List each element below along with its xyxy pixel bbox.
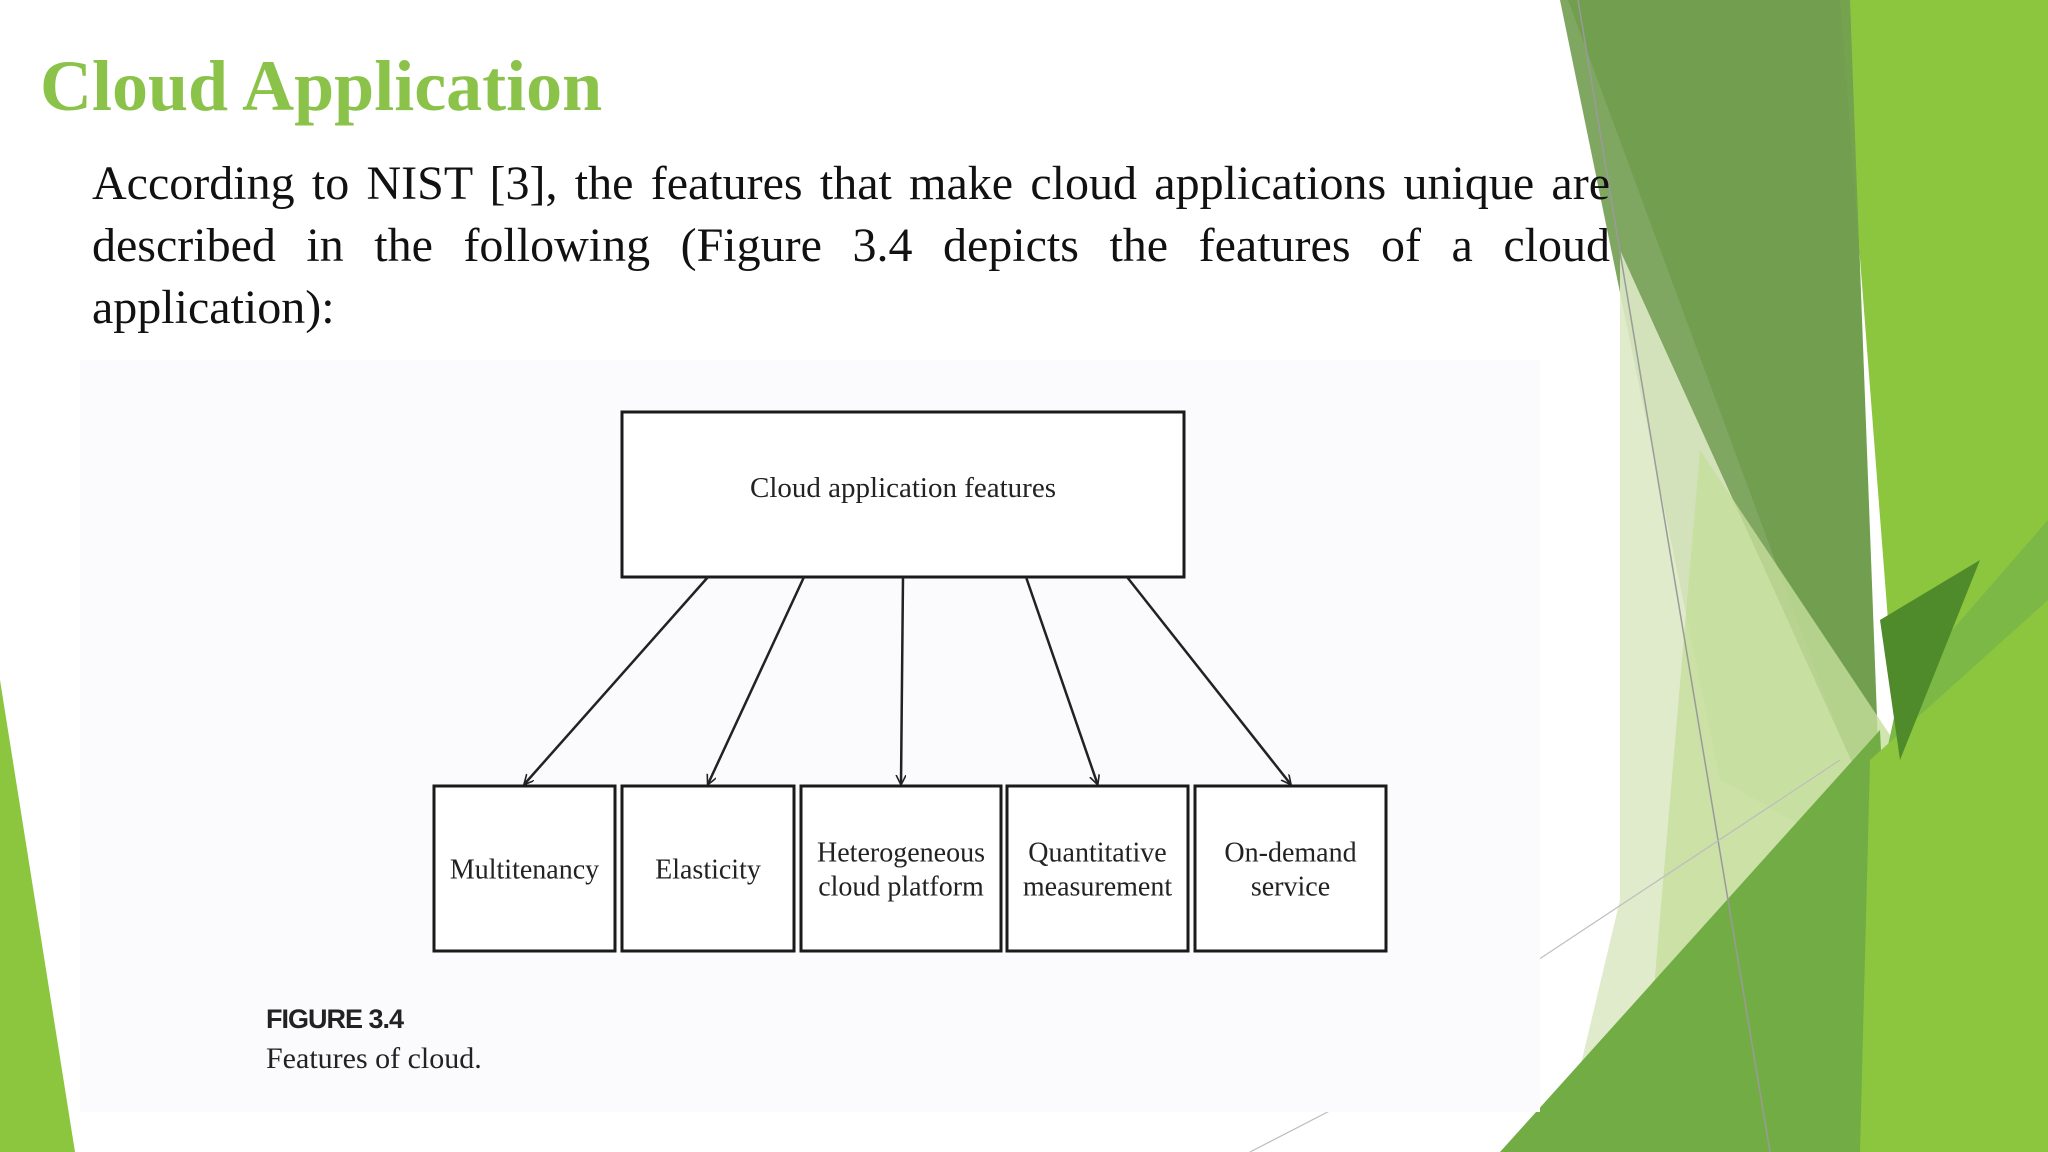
figure-caption-label: FIGURE 3.4 [266, 1004, 404, 1034]
feature-boxes: Multitenancy Elasticity Heterogeneouscloud… [432, 784, 1388, 953]
root-node-label: Cloud application features [750, 472, 1056, 504]
decor-facet [1500, 730, 1900, 1152]
decor-facet [0, 680, 75, 1152]
feature-box [432, 784, 617, 953]
connector-arrow [1024, 576, 1098, 784]
feature-label: measurement [1023, 872, 1172, 903]
feature-label: Elasticity [655, 855, 761, 886]
connector-arrow [901, 576, 903, 784]
decor-line [1577, 0, 1771, 1152]
figure-caption-text: Features of cloud. [266, 1042, 482, 1075]
feature-label: On-demand [1224, 838, 1356, 869]
connector-arrow [525, 576, 709, 784]
connector-arrow [1126, 576, 1291, 784]
arrows [525, 576, 1291, 784]
feature-node: Multitenancy [432, 784, 617, 953]
feature-box [620, 784, 796, 953]
feature-label: cloud platform [818, 872, 984, 903]
decor-line [1484, 759, 1841, 996]
feature-box [799, 784, 1003, 953]
feature-label: Multitenancy [450, 855, 599, 886]
feature-box [1005, 784, 1190, 953]
feature-label: Quantitative [1028, 838, 1166, 869]
feature-label: service [1251, 872, 1330, 903]
feature-box [1193, 784, 1388, 953]
slide-title: Cloud Application [40, 46, 603, 126]
root-node: Cloud application features [620, 410, 1186, 579]
decor-facet [1880, 560, 1980, 760]
feature-label: Heterogeneous [817, 838, 985, 869]
intro-paragraph: According to NIST [3], the features that… [92, 157, 1610, 334]
connector-arrow [708, 576, 806, 784]
feature-node: Elasticity [620, 784, 796, 953]
